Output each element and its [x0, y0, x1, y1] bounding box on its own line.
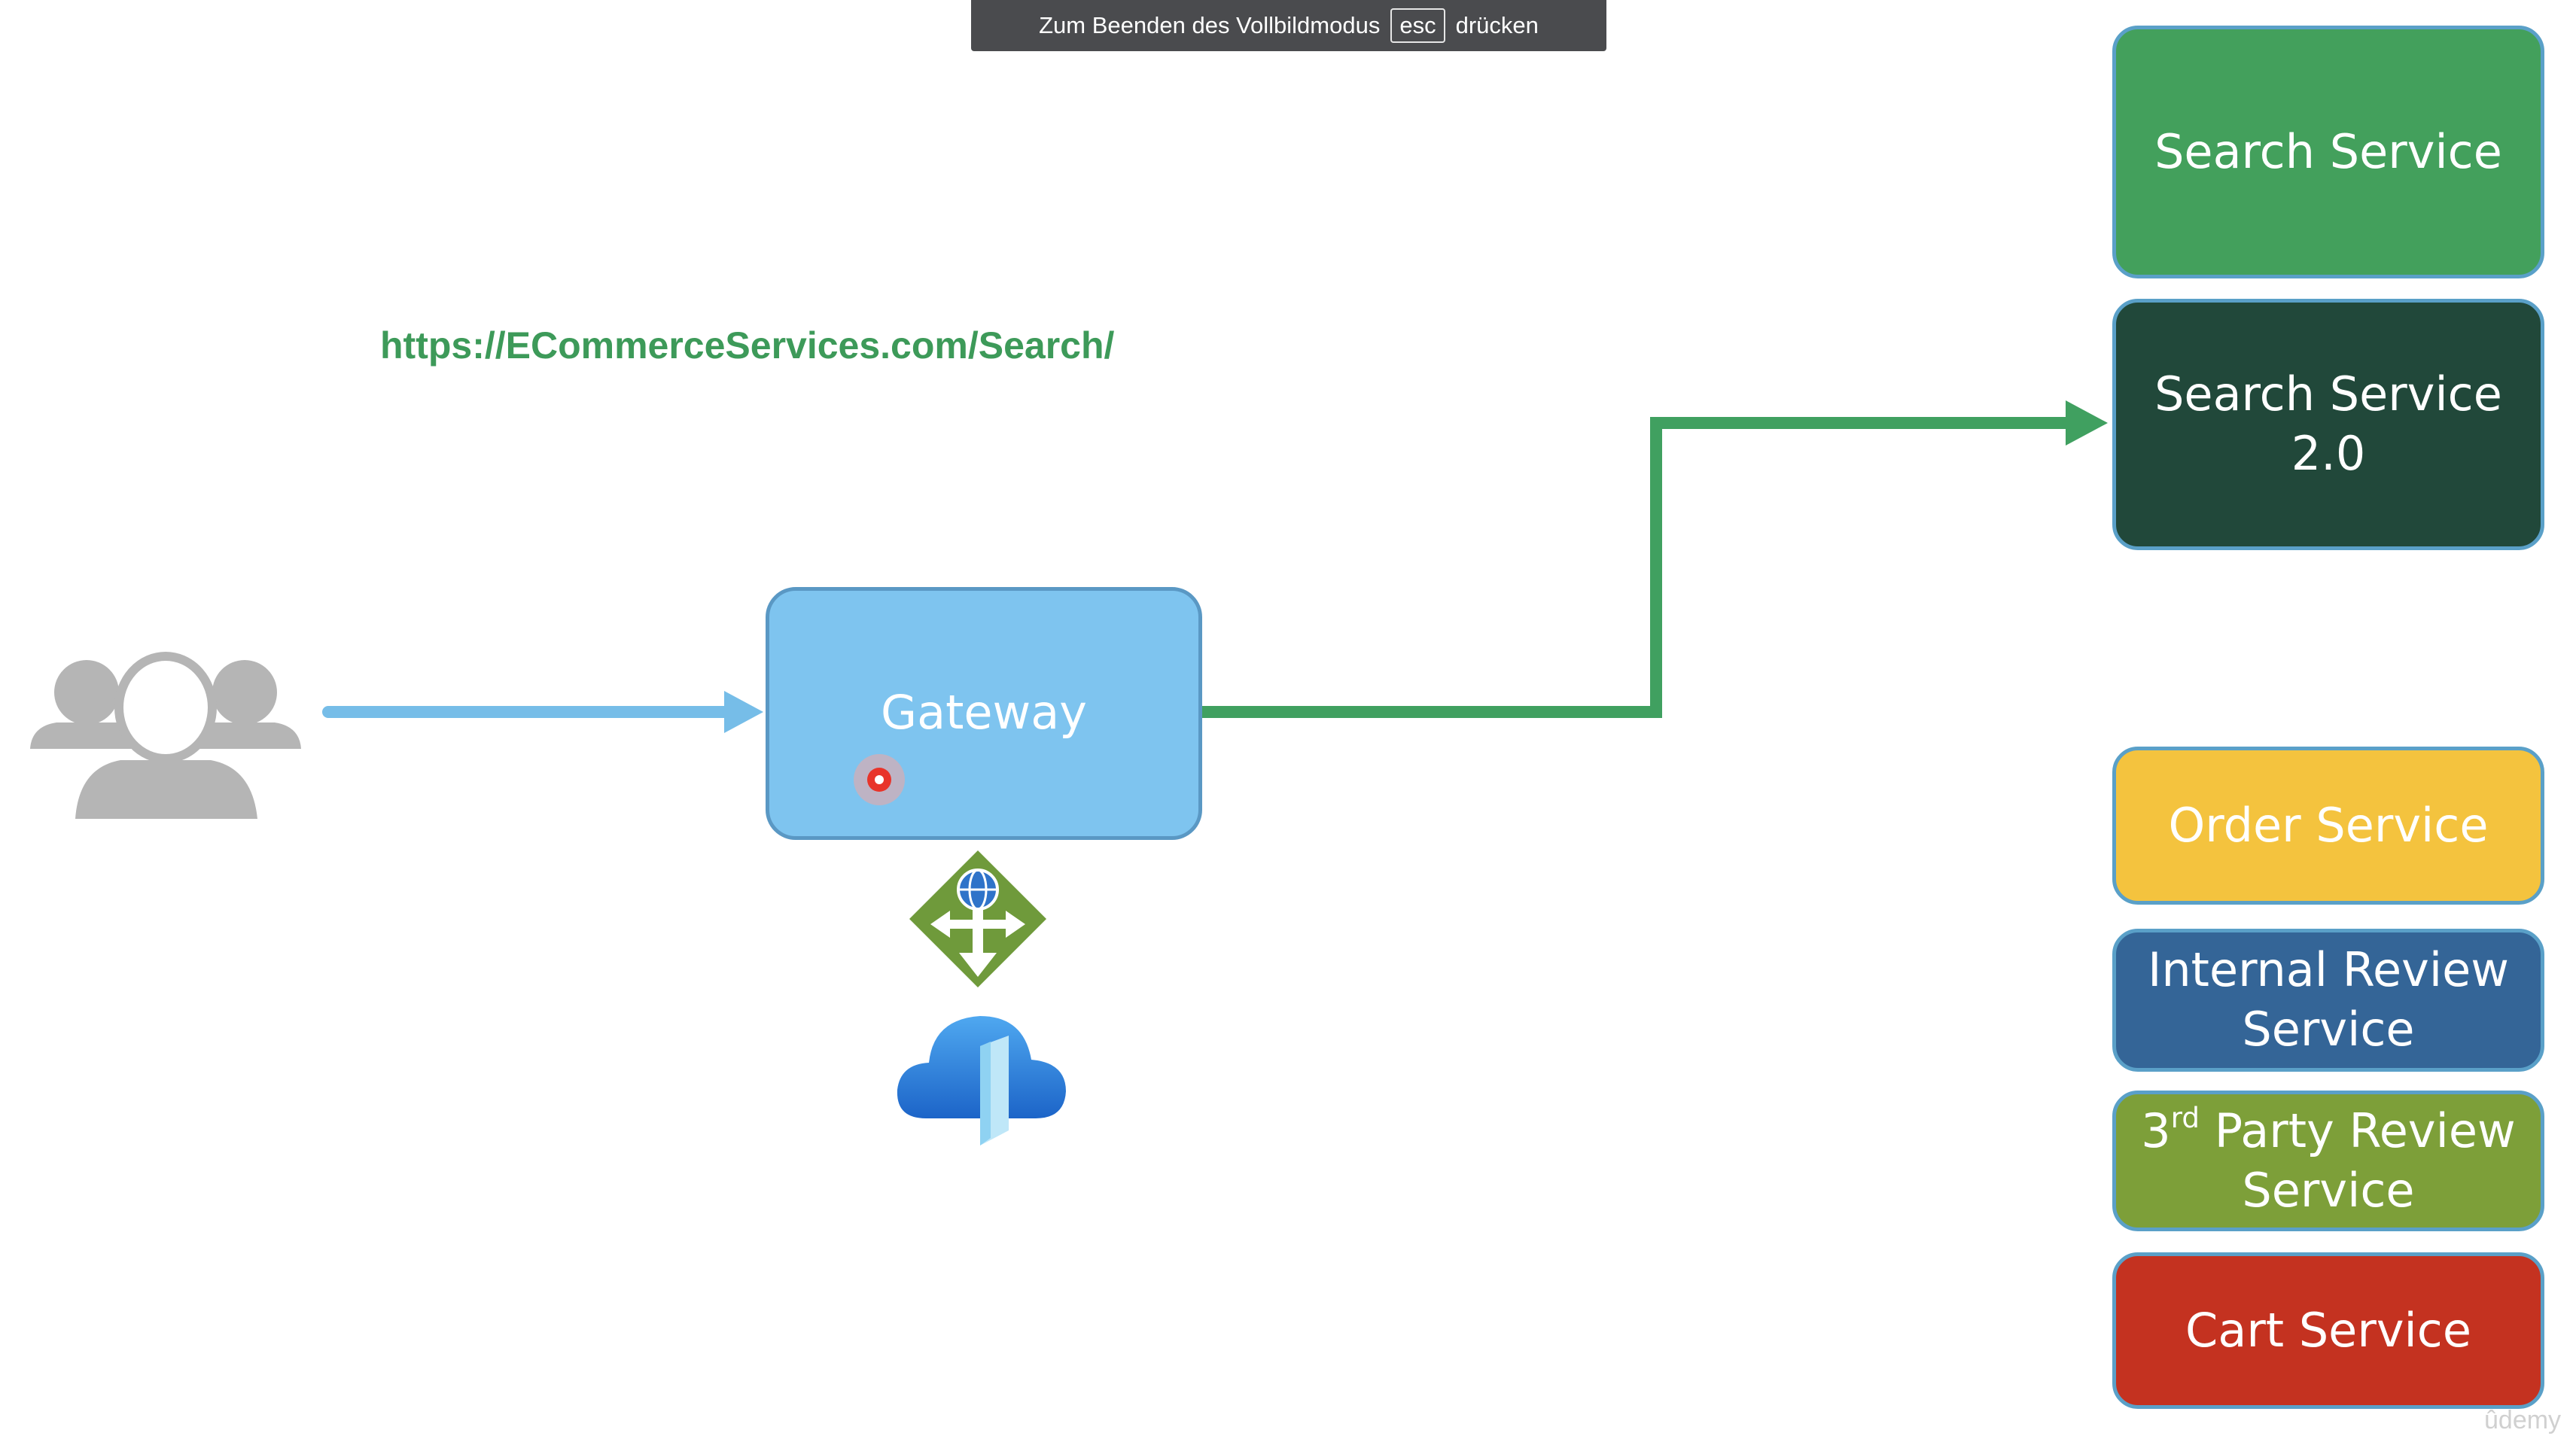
gateway-to-search2-arrowhead: [2066, 400, 2108, 446]
search-service-2-node[interactable]: Search Service 2.0: [2112, 299, 2544, 550]
users-group-icon: [30, 652, 301, 819]
order-service-node[interactable]: Order Service: [2112, 747, 2544, 905]
fullscreen-exit-banner: Zum Beenden des Vollbildmodus esc drücke…: [971, 0, 1606, 51]
search-service-2-label-line1: Search Service: [2154, 367, 2502, 422]
request-url-label: https://ECommerceServices.com/Search/: [380, 324, 1115, 367]
search-service-2-label-line2: 2.0: [2291, 426, 2366, 481]
internal-review-label-line2: Service: [2242, 1002, 2415, 1057]
gateway-node[interactable]: Gateway: [766, 587, 1202, 840]
third-party-review-label-rest: Party Review: [2199, 1103, 2516, 1158]
internal-review-label-line1: Internal Review: [2148, 942, 2509, 998]
internal-review-service-node[interactable]: Internal Review Service: [2112, 929, 2544, 1072]
laser-pointer-icon: [854, 754, 905, 805]
esc-key-hint[interactable]: esc: [1390, 8, 1445, 44]
gateway-label: Gateway: [881, 684, 1087, 740]
cart-service-node[interactable]: Cart Service: [2112, 1252, 2544, 1409]
udemy-watermark: ûdemy: [2484, 1406, 2562, 1434]
search-service-node[interactable]: Search Service: [2112, 26, 2544, 278]
third-party-review-label-line1: 3rd Party Review: [2141, 1102, 2515, 1161]
third-party-review-service-node[interactable]: 3rd Party Review Service: [2112, 1091, 2544, 1231]
cloud-gateway-icon: [897, 1016, 1066, 1145]
third-party-review-label-line2: Service: [2242, 1162, 2415, 1218]
third-party-ordinal-suffix: rd: [2170, 1100, 2200, 1134]
banner-text-after: drücken: [1455, 12, 1539, 38]
cart-service-label: Cart Service: [2185, 1302, 2471, 1358]
traffic-router-icon: [909, 850, 1046, 987]
banner-text-before: Zum Beenden des Vollbildmodus: [1039, 12, 1381, 38]
order-service-label: Order Service: [2168, 797, 2489, 853]
client-to-gateway-arrowhead: [724, 691, 763, 733]
gateway-to-search2-arrow: [1202, 417, 2072, 718]
third-party-ordinal-number: 3: [2141, 1103, 2171, 1158]
search-service-label: Search Service: [2154, 123, 2502, 179]
